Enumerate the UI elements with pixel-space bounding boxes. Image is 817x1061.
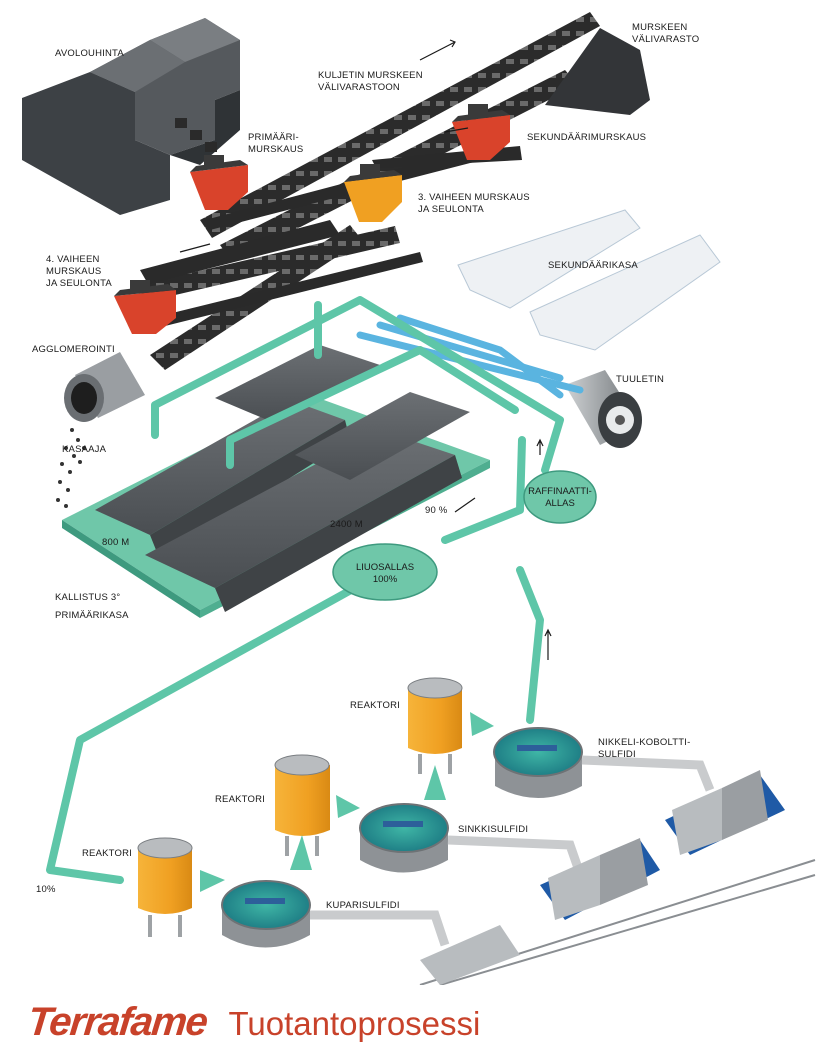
secondary-crusher bbox=[452, 104, 510, 160]
label-kuljetin-1: KULJETIN MURSKEEN bbox=[318, 70, 423, 81]
label-vaihe4-3: JA SEULONTA bbox=[46, 278, 112, 289]
label-nikkeli-1: NIKKELI-KOBOLTTI- bbox=[598, 737, 690, 748]
fourth-stage-crusher bbox=[114, 280, 176, 334]
process-flow-arrows bbox=[200, 712, 494, 892]
label-primaari-1: PRIMÄÄRI- bbox=[248, 132, 299, 143]
settling-tank-3 bbox=[493, 727, 583, 798]
agglomeration-drum bbox=[64, 352, 145, 422]
label-sinkki: SINKKISULFIDI bbox=[458, 824, 528, 835]
settling-tank-1 bbox=[221, 880, 311, 948]
page-title: Tuotantoprosessi bbox=[228, 1005, 481, 1042]
ore-particles bbox=[56, 428, 86, 508]
label-murskeen-1: MURSKEEN bbox=[632, 22, 687, 33]
label-tuuletin: TUULETIN bbox=[616, 374, 664, 385]
label-reaktori-2: REAKTORI bbox=[215, 794, 265, 805]
teal-pipes bbox=[46, 296, 564, 884]
label-raffinaatti-1: RAFFINAATTI- bbox=[528, 486, 592, 497]
settling-tank-2 bbox=[359, 803, 449, 873]
footer: Terrafame Tuotantoprosessi bbox=[25, 1000, 481, 1050]
label-kallistus: KALLISTUS 3° bbox=[55, 592, 120, 603]
label-pct-90: 90 % bbox=[425, 505, 448, 516]
reactor-3 bbox=[407, 677, 463, 774]
label-reaktori-3: REAKTORI bbox=[350, 700, 400, 711]
label-liuosallas-2: 100% bbox=[373, 574, 398, 585]
label-avolouhinta: AVOLOUHINTA bbox=[55, 48, 124, 59]
label-reaktori-1: REAKTORI bbox=[82, 848, 132, 859]
open-pit-mine bbox=[22, 18, 240, 215]
label-vaihe3-1: 3. VAIHEEN MURSKAUS bbox=[418, 192, 530, 203]
label-murskeen-2: VÄLIVARASTO bbox=[632, 34, 699, 45]
label-sekundaarikasa: SEKUNDÄÄRIKASA bbox=[548, 260, 638, 271]
product-arrows bbox=[310, 755, 715, 947]
label-dim-800: 800 M bbox=[102, 537, 129, 548]
rail-wagons bbox=[420, 770, 785, 985]
solution-pond bbox=[332, 543, 438, 601]
fan bbox=[565, 370, 642, 448]
label-vaihe4-1: 4. VAIHEEN bbox=[46, 254, 100, 265]
label-dim-2400: 2400 M bbox=[330, 519, 363, 530]
label-agglomerointi: AGGLOMEROINTI bbox=[32, 344, 115, 355]
terrafame-logo: Terrafame bbox=[25, 1000, 209, 1044]
label-kupari: KUPARISULFIDI bbox=[326, 900, 400, 911]
reactor-2 bbox=[274, 754, 330, 856]
primary-crusher bbox=[190, 155, 248, 210]
raffinate-pond bbox=[523, 470, 597, 524]
label-primaari-2: MURSKAUS bbox=[248, 144, 303, 155]
flow-arrows bbox=[179, 39, 552, 660]
label-raffinaatti-2: ALLAS bbox=[545, 498, 575, 509]
label-pct-10: 10% bbox=[36, 884, 56, 895]
crushed-stockpile bbox=[545, 28, 650, 115]
reactor-1 bbox=[137, 837, 193, 937]
process-diagram: AVOLOUHINTA MURSKEEN VÄLIVARASTO KULJETI… bbox=[22, 12, 816, 985]
label-sekundaari: SEKUNDÄÄRIMURSKAUS bbox=[527, 132, 646, 143]
secondary-heaps bbox=[457, 209, 721, 351]
label-vaihe3-2: JA SEULONTA bbox=[418, 204, 484, 215]
label-liuosallas-1: LIUOSALLAS bbox=[356, 562, 414, 573]
leach-heaps bbox=[95, 345, 470, 612]
third-stage-crusher bbox=[344, 164, 402, 222]
label-primaarikasa: PRIMÄÄRIKASA bbox=[55, 610, 129, 621]
label-nikkeli-2: SULFIDI bbox=[598, 749, 636, 760]
label-vaihe4-2: MURSKAUS bbox=[46, 266, 101, 277]
label-kasaaja: KASAAJA bbox=[62, 444, 107, 455]
label-kuljetin-2: VÄLIVARASTOON bbox=[318, 82, 400, 93]
